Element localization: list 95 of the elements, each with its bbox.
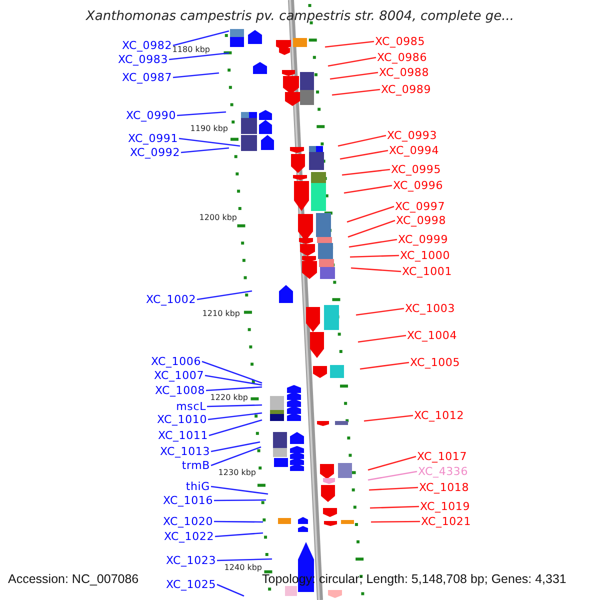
gene-label: XC_0982 [122,39,172,52]
gene-label: XC_1011 [158,429,208,442]
leader-line [332,88,380,96]
gene-label: XC_0995 [391,163,442,176]
gene-label: XC_1010 [156,413,207,426]
gene-label: XC_1006 [150,355,201,368]
leader-line [206,386,262,392]
gene-label: XC_0985 [375,35,426,48]
leader-line [340,150,388,160]
gene-label: XC_0991 [128,132,178,145]
leader-line [350,267,402,272]
leader-line [210,446,262,466]
gene-label: XC_1020 [162,515,213,528]
leader-line [360,362,410,370]
leader-line [368,486,418,491]
gene-label: thiG [186,480,210,493]
gene-label: XC_1016 [162,494,213,507]
gene-label: XC_4336 [418,465,468,478]
leader-line [208,419,262,436]
leader-line [216,558,272,562]
scale-label: 1210 kbp [202,309,240,318]
gene-label: XC_1013 [160,445,210,458]
gene-label: XC_1019 [420,500,470,513]
leader-line [178,138,240,147]
gene-label: XC_1017 [417,450,468,463]
gene-label: XC_1012 [414,409,464,422]
leader-line [338,134,386,147]
scale-label: 1200 kbp [199,213,237,222]
gene-label: XC_1002 [146,293,196,306]
gene-label: XC_1007 [154,369,204,382]
leader-line [356,308,404,316]
gene-label: XC_1008 [154,384,205,397]
leader-line [172,30,230,46]
gene-label: XC_0996 [393,179,444,192]
gene-label: XC_0988 [379,66,430,79]
leader-line [368,456,416,471]
leader-line [168,52,230,60]
leader-line [210,441,260,452]
gene-label: XC_1025 [166,578,216,591]
leader-line [204,374,262,386]
gene-label: XC_1022 [164,530,214,543]
leader-line [202,360,262,384]
gene-label: XC_0998 [396,214,446,227]
scale-label: 1220 kbp [210,393,248,402]
gene-label: XC_1000 [400,249,450,262]
gene-label: XC_1003 [405,302,456,315]
gene-label: XC_0993 [387,129,438,142]
leader-line [342,168,390,176]
leader-line [216,584,244,597]
gene-label: XC_0989 [381,83,432,96]
leader-line [344,184,392,194]
leader-line [214,499,266,502]
leader-line [348,238,398,248]
gene-label: XC_1001 [402,265,452,278]
leader-line [324,40,374,48]
leader-line [346,206,394,223]
leader-line [172,72,220,78]
leader-line [176,111,226,116]
leader-line [364,414,414,422]
leader-line [370,506,420,509]
leader-line [348,220,396,238]
leader-line [368,470,418,481]
leader-line [214,532,264,538]
gene-label: XC_0990 [126,109,176,122]
leader-line [358,334,406,343]
title: Xanthomonas campestris pv. campestris str. 8004, complete ge... [84,9,515,25]
gene-label: XC_0994 [389,144,440,157]
scale-label: 1190 kbp [190,124,228,133]
gene-label: XC_1023 [166,554,216,567]
leader-line [371,520,420,523]
gene-label: XC_1005 [410,356,460,369]
gene-label: trmB [182,459,210,472]
leader-line [196,290,252,300]
info-text: Accession: NC_007086 [8,572,139,586]
leader-line [180,147,230,154]
gene-label: XC_0986 [377,51,428,64]
gene-label: XC_1018 [419,481,470,494]
leader-line [214,520,263,523]
leader-line [206,404,262,408]
gene-label: XC_1021 [421,515,472,528]
gene-label: mscL [176,400,206,413]
gene-label: XC_0997 [395,200,446,213]
scale-label: 1180 kbp [172,45,210,54]
gene-label: XC_0983 [118,53,168,66]
gene-label: XC_0987 [122,71,172,84]
leader-line [328,56,376,67]
scale-label: 1230 kbp [218,468,256,477]
scale-label: 1240 kbp [224,563,262,572]
gene-label: XC_1004 [407,329,458,342]
gene-label: XC_0992 [130,146,180,159]
leader-line [208,412,262,420]
leader-line [210,486,268,495]
leader-line [350,254,400,258]
leader-line [330,72,378,80]
gene-label: XC_0999 [398,233,448,246]
